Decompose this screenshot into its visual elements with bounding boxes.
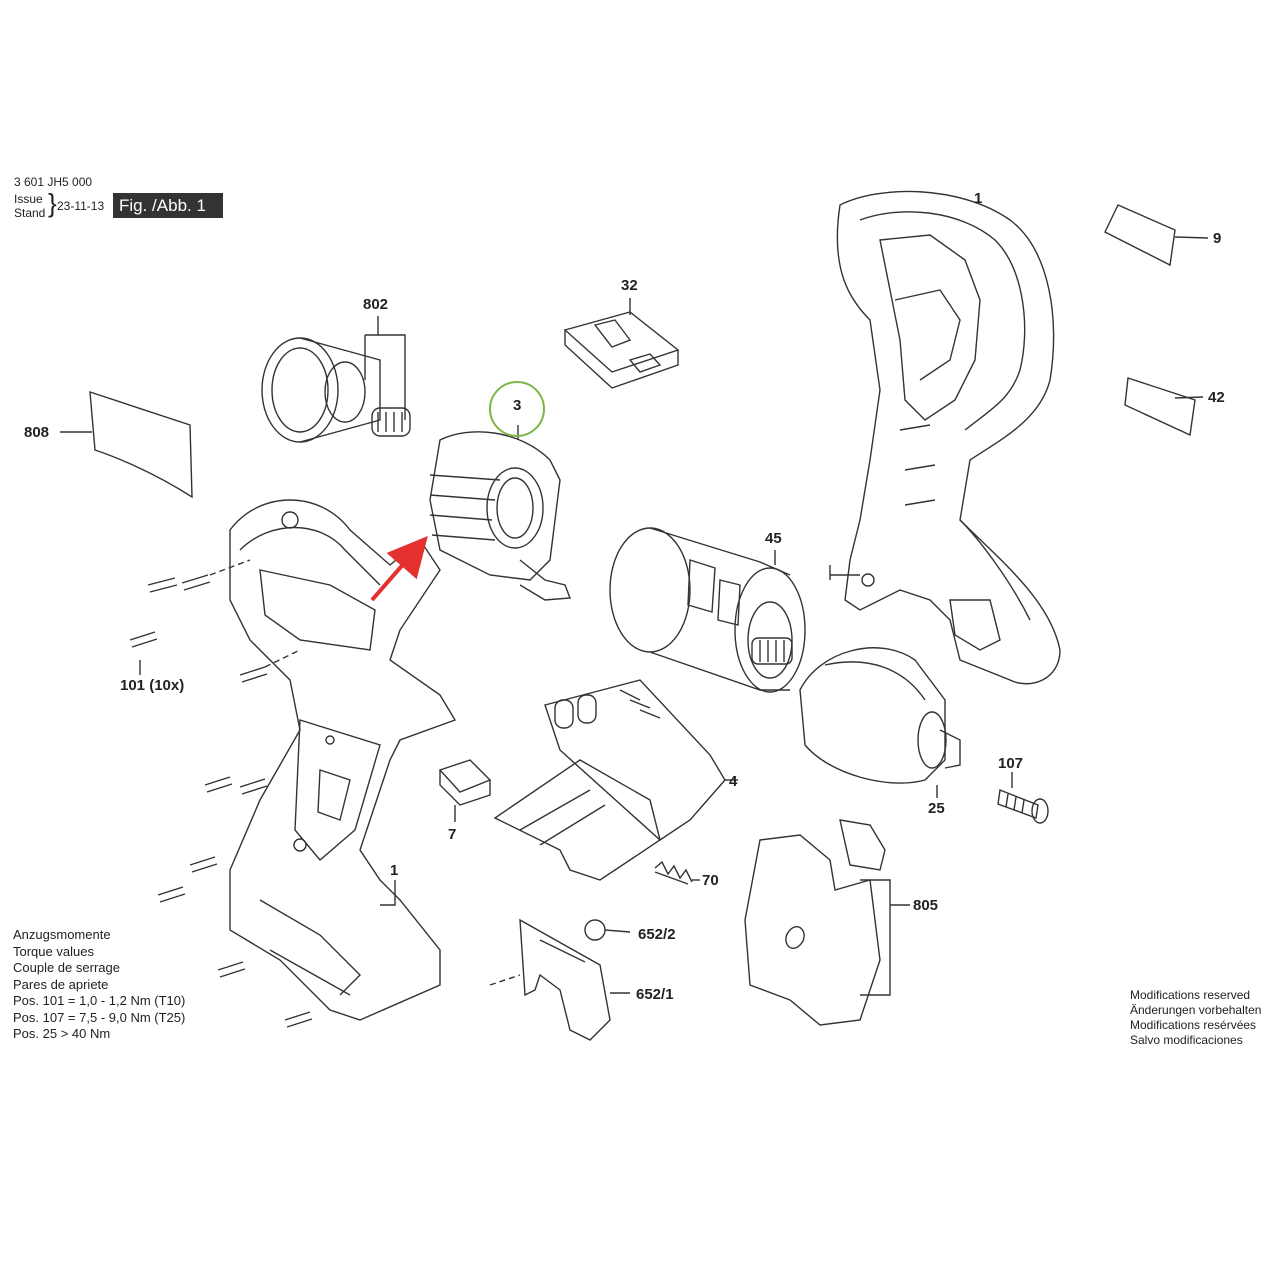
label-part-45: 45 <box>765 530 782 547</box>
part-70-spring <box>654 860 700 885</box>
label-part-4: 4 <box>729 773 738 790</box>
part-45-gearbox <box>609 527 806 693</box>
part-7-shape <box>438 759 492 822</box>
part-25-chuck <box>799 647 961 798</box>
part-805-switch <box>744 819 910 1026</box>
housing-left-half <box>229 499 457 1021</box>
notice-line-de: Änderungen vorbehalten <box>1130 1003 1262 1017</box>
notice-line-fr: Modifications resérvées <box>1130 1018 1257 1032</box>
screws-101 <box>129 559 313 1028</box>
label-part-1-bottom: 1 <box>390 862 399 879</box>
part-42-shape <box>1124 377 1196 437</box>
part-107-screw <box>997 772 1049 824</box>
part-3-stator <box>429 425 571 601</box>
label-part-802: 802 <box>363 296 389 313</box>
label-part-652-2: 652/2 <box>638 926 676 943</box>
modifications-notice: Modifications reserved Änderungen vorbeh… <box>1130 988 1261 1048</box>
torque-line-en: Torque values <box>13 943 94 959</box>
label-part-70: 70 <box>702 872 719 889</box>
label-part-652-1: 652/1 <box>636 986 674 1003</box>
label-part-808: 808 <box>24 424 50 441</box>
label-part-101: 101 (10x) <box>120 677 185 694</box>
label-part-7: 7 <box>448 826 457 843</box>
issue-date: 23-11-13 <box>57 199 105 213</box>
part-32-shape <box>563 298 680 389</box>
torque-line-es: Pares de apriete <box>13 976 109 992</box>
notice-line-es: Salvo modificaciones <box>1130 1033 1243 1047</box>
stand-label: Stand <box>14 206 46 220</box>
label-part-32: 32 <box>621 277 638 294</box>
torque-values-block: Anzugsmomente Torque values Couple de se… <box>13 927 185 1043</box>
part-652-clip <box>489 918 631 1041</box>
part-802-rotor <box>261 316 411 443</box>
part-808-shape <box>89 391 193 499</box>
torque-value-107: Pos. 107 = 7,5 - 9,0 Nm (T25) <box>13 1009 186 1025</box>
label-part-1-top: 1 <box>974 190 983 207</box>
label-part-107: 107 <box>998 755 1024 772</box>
issue-label: Issue <box>14 192 43 206</box>
figure-label: Fig. /Abb. 1 <box>113 193 223 218</box>
label-part-25: 25 <box>928 800 945 817</box>
label-part-42: 42 <box>1208 389 1225 406</box>
torque-line-de: Anzugsmomente <box>13 927 111 942</box>
part-4-electronics <box>493 679 738 881</box>
torque-value-101: Pos. 101 = 1,0 - 1,2 Nm (T10) <box>13 993 186 1008</box>
label-part-9: 9 <box>1213 230 1222 247</box>
part-9-shape <box>1104 204 1176 267</box>
torque-line-fr: Couple de serrage <box>13 960 120 975</box>
housing-right-half <box>829 190 1061 685</box>
doc-number: 3 601 JH5 000 <box>14 175 93 189</box>
label-part-805: 805 <box>913 897 939 914</box>
brace-glyph: } <box>48 188 57 218</box>
torque-value-25: Pos. 25 > 40 Nm <box>13 1026 111 1041</box>
label-part-3: 3 <box>513 397 522 414</box>
notice-line-en: Modifications reserved <box>1130 988 1251 1002</box>
highlight-circle <box>489 381 545 437</box>
highlight-arrow <box>370 535 428 602</box>
